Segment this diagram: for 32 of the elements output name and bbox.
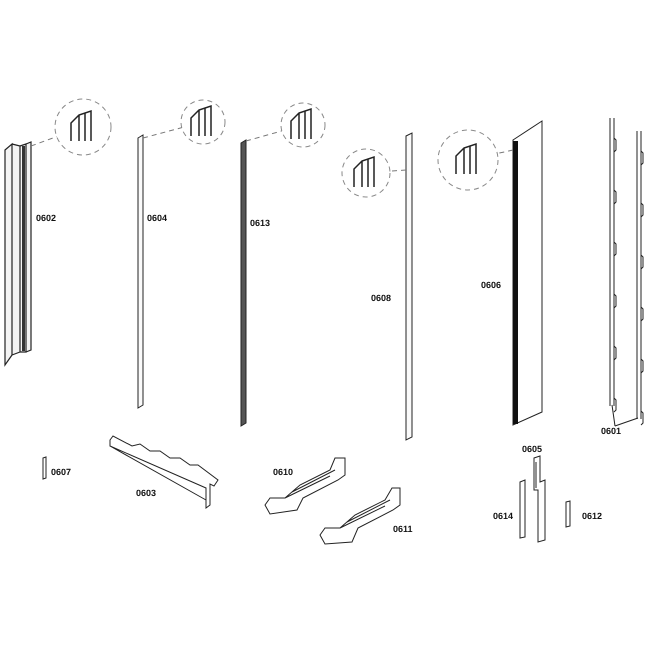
- leader-line: [614, 418, 638, 426]
- leader-line: [612, 404, 616, 426]
- detail-connector: [30, 136, 58, 146]
- strip-drawing: [138, 134, 144, 409]
- callout-number: 0606: [481, 280, 502, 290]
- callout-number: 0607: [51, 467, 72, 477]
- detail-connector: [246, 130, 282, 142]
- callout-number: 0603: [136, 488, 156, 498]
- callout-number: 0612: [582, 511, 602, 521]
- detail-circle: [342, 148, 390, 198]
- detail-connector: [389, 170, 406, 172]
- callout-number: 0602: [36, 213, 56, 223]
- strip-drawing: [406, 132, 412, 441]
- strip-drawing: [240, 139, 246, 427]
- detail-circle: [180, 100, 226, 144]
- callout-number: 0613: [250, 218, 270, 228]
- profile-drawing: [4, 141, 32, 366]
- callout-number: 0605: [522, 444, 542, 454]
- callout-number: 0610: [273, 467, 294, 477]
- callout-number: 0601: [601, 426, 622, 436]
- hinge-strip-drawing: [636, 130, 644, 426]
- callout-number: 0614: [493, 511, 514, 521]
- detail-connector: [496, 150, 514, 154]
- detail-circle: [280, 102, 326, 148]
- hinge-strip-drawing: [610, 118, 616, 412]
- callout-number: 0604: [147, 213, 168, 223]
- callout-number: 0608: [371, 293, 392, 303]
- callout-number: 0611: [393, 524, 413, 534]
- detail-circle: [438, 130, 498, 190]
- detail-connector: [142, 127, 182, 138]
- detail-circle: [54, 98, 112, 156]
- panel-drawing: [512, 120, 542, 426]
